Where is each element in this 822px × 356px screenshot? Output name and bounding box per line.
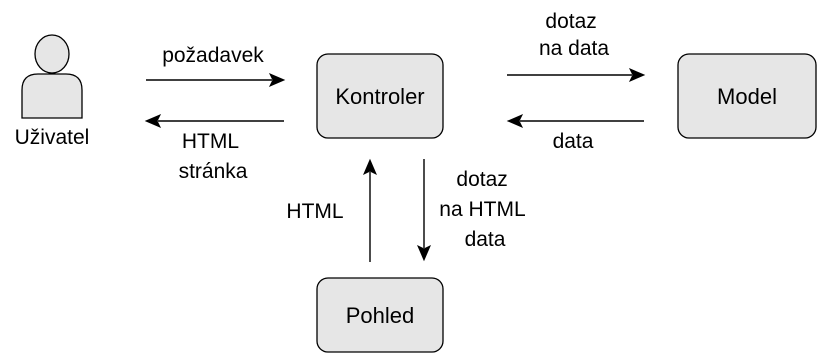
arrow-model-to-controller: [506, 114, 644, 128]
label-controller-to-view: dotaz na HTML data: [439, 168, 530, 251]
user-icon: [21, 34, 83, 119]
user-label: Uživatel: [15, 126, 90, 149]
label-model-to-controller: data: [553, 130, 594, 153]
label-controller-to-model: dotaz na data: [539, 10, 609, 60]
arrow-controller-to-view: [417, 159, 431, 262]
arrow-controller-to-user: [144, 114, 284, 128]
view-node[interactable]: Pohled: [316, 277, 444, 353]
arrow-user-to-controller: [146, 73, 286, 87]
controller-label: Kontroler: [335, 84, 424, 109]
label-view-to-controller: HTML: [286, 200, 343, 223]
label-controller-to-user: HTML stránka: [179, 130, 248, 183]
controller-node[interactable]: Kontroler: [316, 53, 444, 139]
arrow-view-to-controller: [363, 158, 377, 262]
label-user-to-controller: požadavek: [162, 44, 264, 67]
model-label: Model: [717, 84, 777, 109]
view-label: Pohled: [346, 303, 415, 328]
model-node[interactable]: Model: [677, 53, 817, 139]
user-actor: Uživatel: [15, 34, 90, 149]
arrow-controller-to-model: [507, 68, 646, 82]
